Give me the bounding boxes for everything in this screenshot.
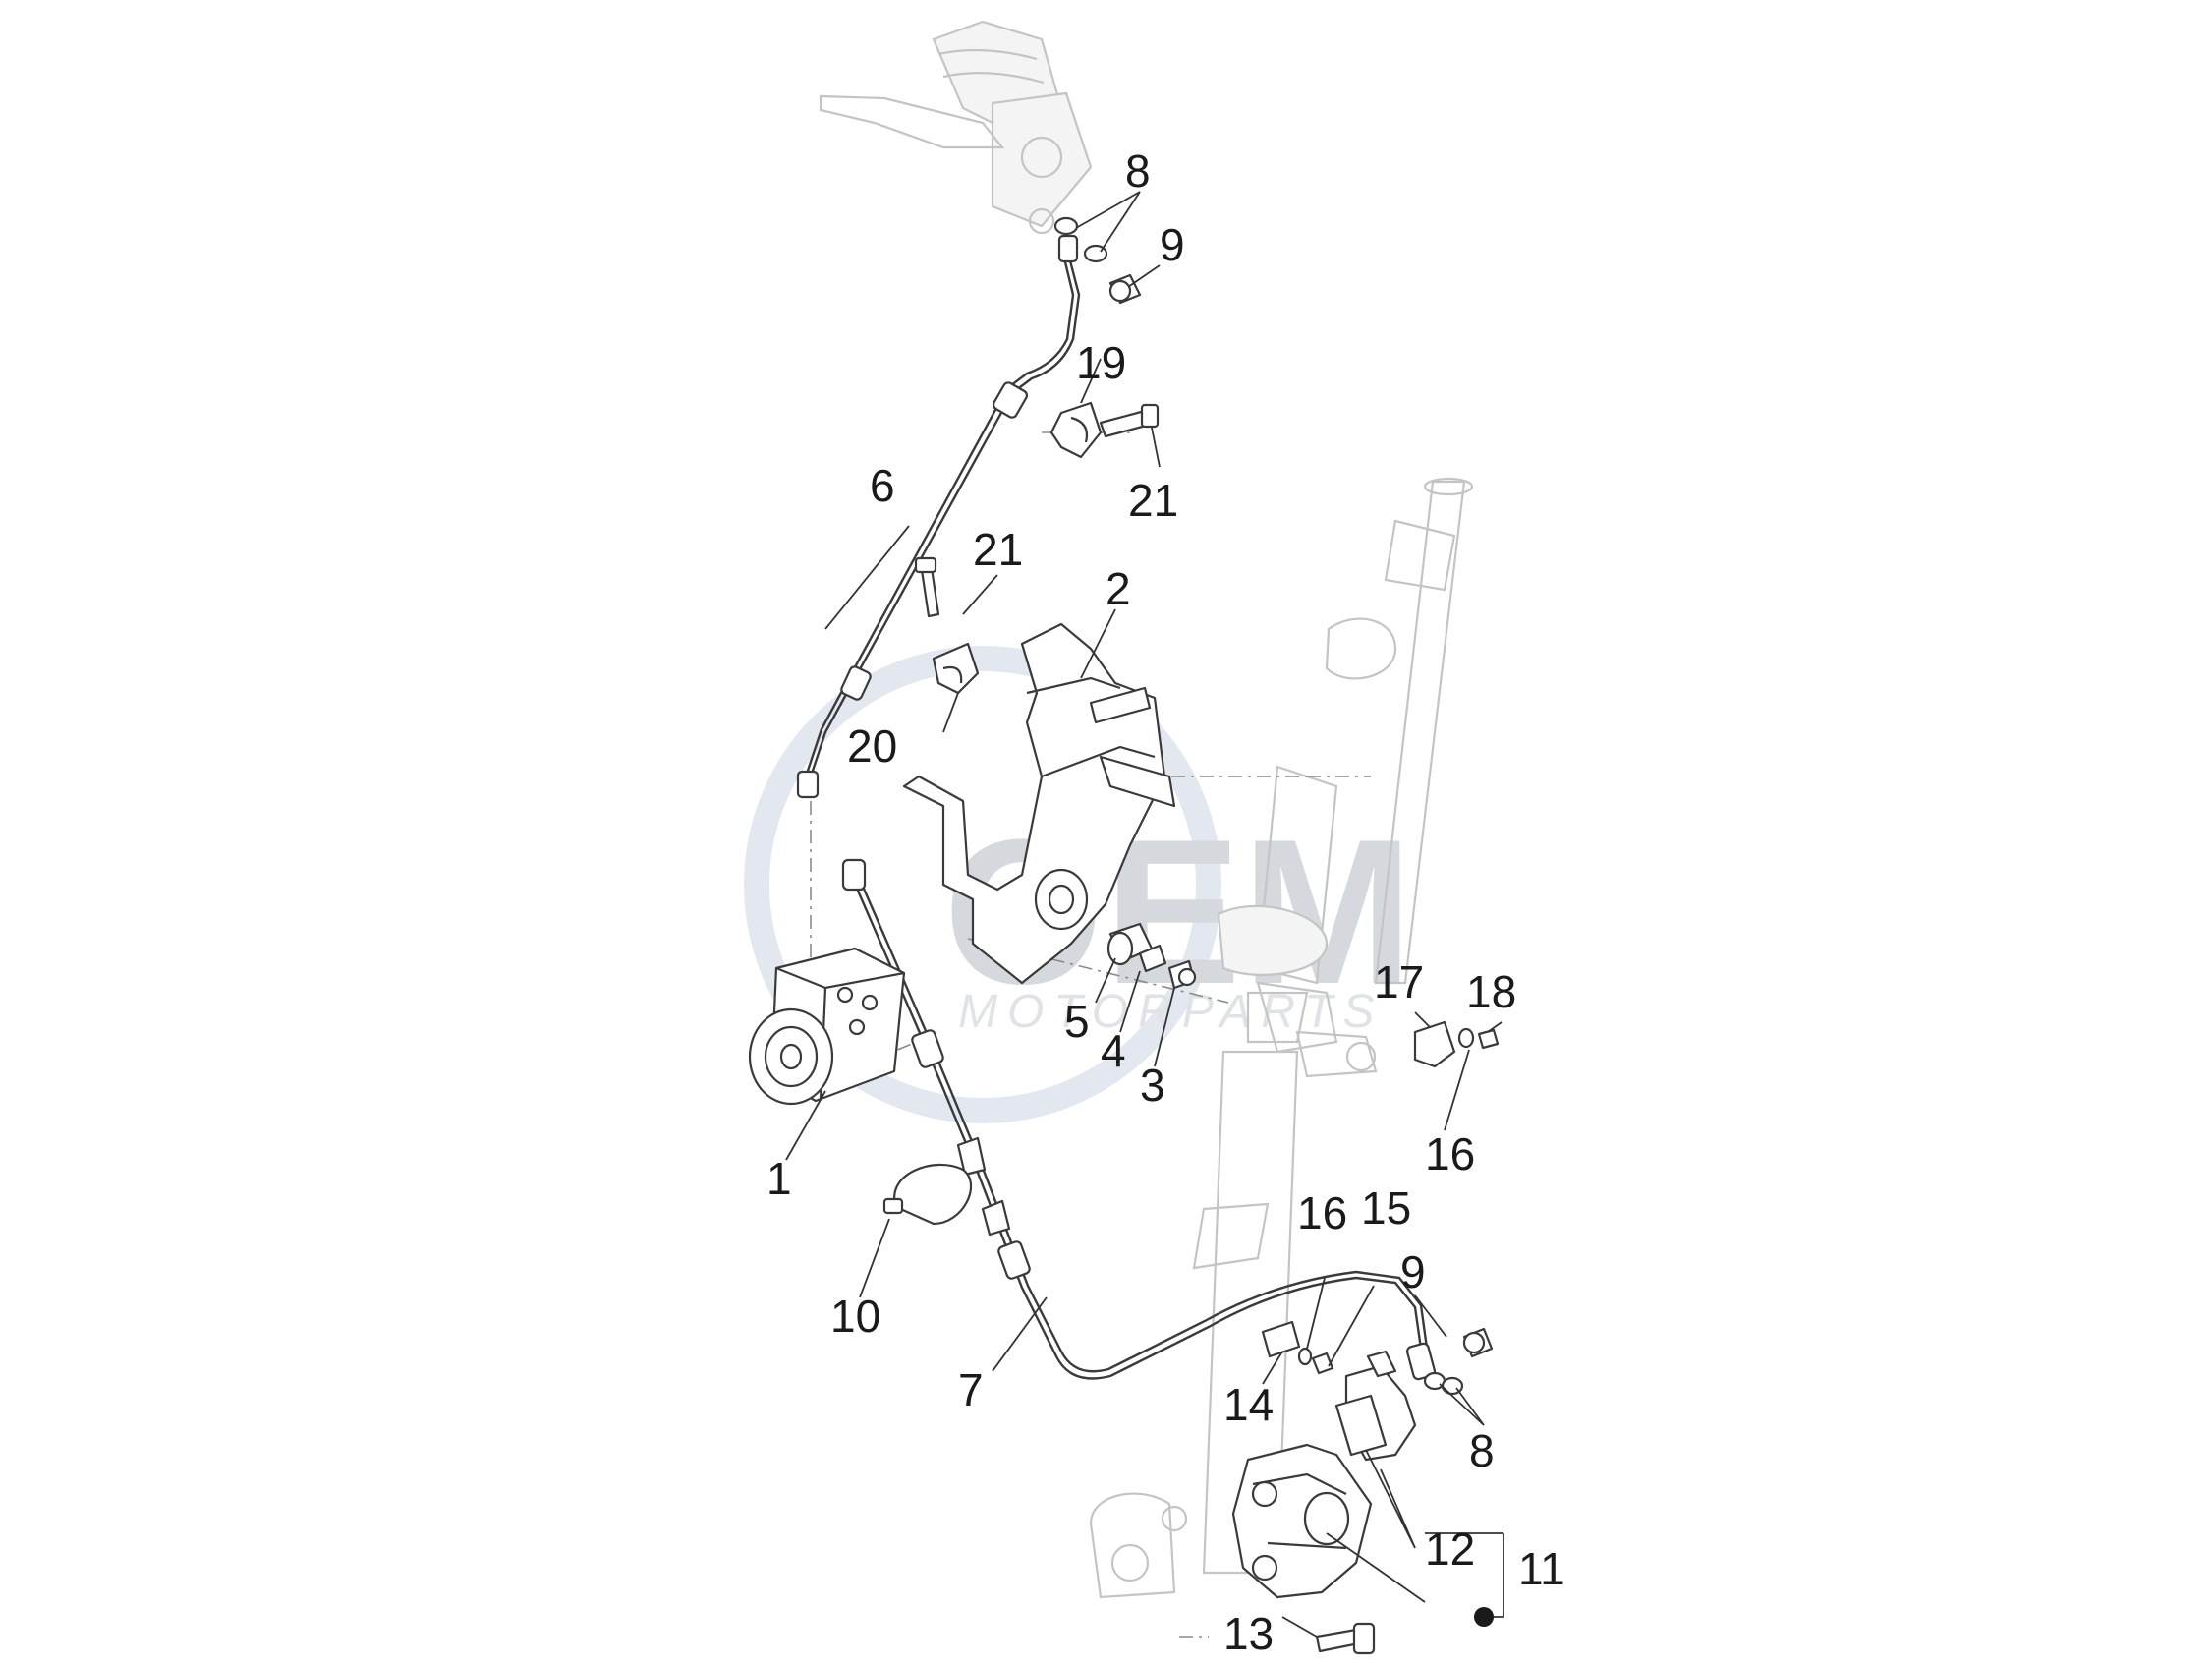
callout-5: 5 (1064, 996, 1090, 1047)
watermark-sub: MOTORPARTS (958, 986, 1384, 1038)
callout-21a: 21 (973, 524, 1023, 575)
callout-17: 17 (1374, 956, 1424, 1007)
hardware (882, 216, 1500, 1396)
callout-16b: 16 (1425, 1128, 1475, 1179)
callout-9a: 9 (1160, 219, 1185, 270)
fork-ghost (1089, 477, 1474, 1599)
callout-11: 11 (1518, 1543, 1565, 1594)
callout-20: 20 (847, 720, 897, 772)
callout-2: 2 (1106, 563, 1131, 614)
caliper-bolt (1315, 1622, 1376, 1655)
callout-14: 14 (1223, 1379, 1274, 1430)
callout-labels: 1 2 3 4 5 6 7 8 8 9 9 10 11 12 13 14 15 … (766, 145, 1565, 1659)
upper-brake-hose (796, 234, 1081, 799)
abs-modulator (748, 947, 906, 1106)
brake-lever-ghost (819, 20, 1093, 235)
leader-lines (785, 191, 1504, 1638)
callout-18: 18 (1466, 966, 1516, 1017)
callout-1: 1 (766, 1153, 792, 1204)
callout-3: 3 (1140, 1060, 1165, 1111)
callout-4: 4 (1101, 1025, 1126, 1076)
callout-8a: 8 (1125, 145, 1151, 197)
brake-caliper (1231, 1350, 1417, 1599)
callout-13: 13 (1223, 1608, 1274, 1659)
callout-9b: 9 (1400, 1246, 1426, 1297)
callout-6: 6 (870, 460, 895, 511)
callout-8b: 8 (1469, 1425, 1495, 1476)
callout-16a: 16 (1297, 1187, 1347, 1238)
abs-bracket (902, 622, 1176, 985)
callout-21b: 21 (1128, 475, 1178, 526)
callout-15: 15 (1361, 1182, 1411, 1234)
watermark: OEM MOTORPARTS (744, 646, 1413, 1123)
set-indicator-dot (1474, 1607, 1494, 1627)
callout-12: 12 (1425, 1524, 1475, 1575)
lower-brake-hose (841, 858, 1437, 1381)
watermark-globe-icon (744, 646, 1221, 1123)
callout-10: 10 (830, 1291, 880, 1342)
callout-7: 7 (958, 1364, 984, 1415)
callout-19: 19 (1076, 337, 1126, 388)
